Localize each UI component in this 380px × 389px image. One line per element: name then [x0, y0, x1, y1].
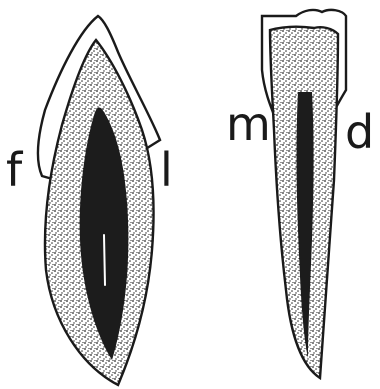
left-tooth-section [38, 16, 160, 385]
label-facial: f [6, 143, 24, 197]
label-lingual: l [160, 143, 173, 197]
label-mesial: m [226, 97, 271, 151]
left-tooth-pulp-highlight [104, 235, 105, 285]
right-tooth-section [262, 10, 346, 378]
label-distal: d [345, 105, 374, 159]
